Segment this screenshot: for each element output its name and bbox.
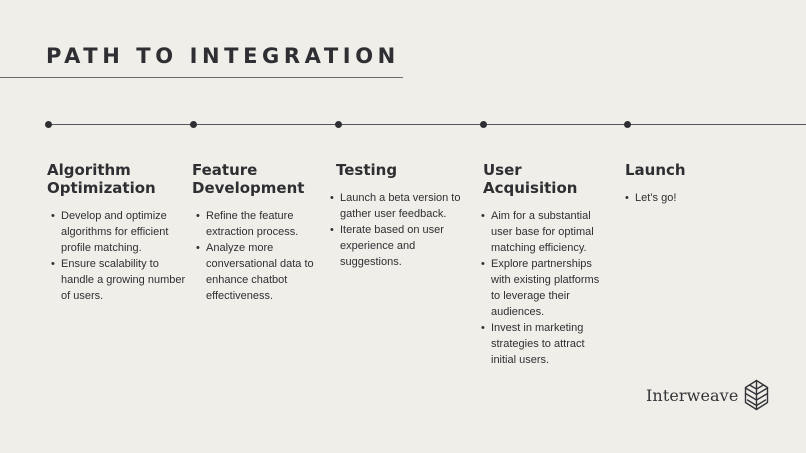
timeline-dot-algorithm-optimization	[45, 121, 52, 128]
stage-bullet: Launch a beta version to gather user fee…	[326, 190, 466, 222]
interweave-logo-icon	[745, 379, 769, 411]
slide-title: PATH TO INTEGRATION	[46, 44, 400, 68]
timeline-dot-user-acquisition	[480, 121, 487, 128]
stage-title: Algorithm Optimization	[47, 161, 156, 197]
stage-bullet: Iterate based on user experience and sug…	[326, 222, 466, 270]
brand-name: Interweave	[646, 385, 739, 405]
timeline-line	[48, 124, 806, 125]
stage-bullet: Analyze more conversational data to enha…	[192, 240, 328, 304]
stage-bullet-list: Let’s go!	[621, 190, 741, 206]
stage-bullet-list: Refine the feature extraction process. A…	[192, 208, 328, 304]
stage-bullet: Invest in marketing strategies to attrac…	[477, 320, 610, 368]
stage-bullet: Aim for a substantial user base for opti…	[477, 208, 610, 256]
stage-title: Testing	[336, 161, 398, 179]
stage-bullet-list: Aim for a substantial user base for opti…	[477, 208, 610, 368]
stage-title: User Acquisition	[483, 161, 578, 197]
timeline-dot-launch	[624, 121, 631, 128]
stage-user-acquisition: User Acquisition Aim for a substantial u…	[477, 161, 610, 368]
stage-bullet: Refine the feature extraction process.	[192, 208, 328, 240]
stage-title: Feature Development	[192, 161, 305, 197]
timeline-dot-testing	[335, 121, 342, 128]
interweave-logo: Interweave	[646, 379, 769, 411]
timeline-dot-feature-development	[190, 121, 197, 128]
stage-feature-development: Feature Development Refine the feature e…	[192, 161, 328, 304]
title-underline	[0, 77, 403, 78]
stage-bullet-list: Develop and optimize algorithms for effi…	[47, 208, 187, 304]
stage-bullet: Ensure scalability to handle a growing n…	[47, 256, 187, 304]
stage-title: Launch	[625, 161, 686, 179]
stage-bullet-list: Launch a beta version to gather user fee…	[326, 190, 466, 270]
stage-testing: Testing Launch a beta version to gather …	[326, 161, 466, 270]
stage-launch: Launch Let’s go!	[621, 161, 741, 206]
stage-bullet: Let’s go!	[621, 190, 741, 206]
stage-bullet: Develop and optimize algorithms for effi…	[47, 208, 187, 256]
stage-bullet: Explore partnerships with existing platf…	[477, 256, 610, 320]
stage-algorithm-optimization: Algorithm Optimization Develop and optim…	[47, 161, 187, 304]
